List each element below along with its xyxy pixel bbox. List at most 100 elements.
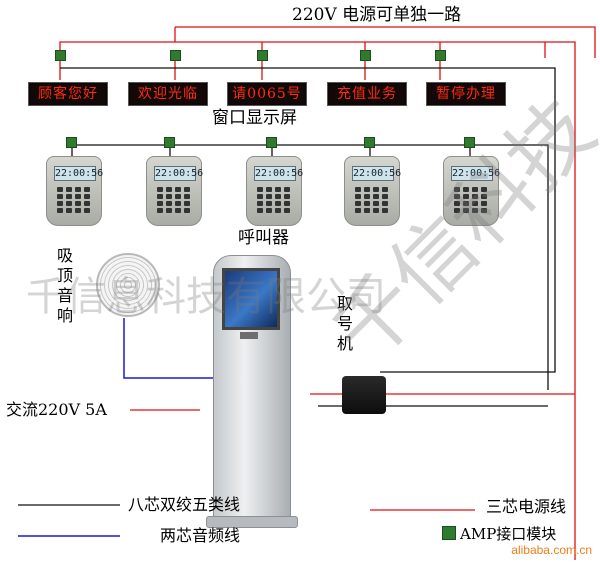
keypad-key (84, 187, 90, 192)
speaker-caption: 吸顶音响 (56, 246, 73, 325)
caller-device: 22:00:56 (443, 156, 501, 226)
keypad-key (355, 187, 361, 192)
keypad (57, 187, 93, 217)
keypad-key (373, 187, 379, 192)
window-display-caption: 窗口显示屏 (212, 108, 297, 128)
amp-module-icon (66, 137, 77, 148)
keypad-key (481, 187, 487, 192)
legend-black-label: 八芯双绞五类线 (128, 495, 241, 514)
ceiling-speaker-icon (96, 253, 160, 317)
keypad-key (454, 201, 460, 206)
caller-caption: 呼叫器 (238, 228, 289, 248)
caller-device: 22:00:56 (344, 156, 402, 226)
amp-module-icon (442, 526, 456, 540)
keypad-key (184, 194, 190, 199)
keypad-key (166, 201, 172, 206)
keypad-key (454, 208, 460, 213)
caller-lcd: 22:00:56 (54, 166, 104, 181)
keypad-key (355, 208, 361, 213)
keypad-key (175, 187, 181, 192)
keypad-key (284, 208, 290, 213)
keypad-key (257, 208, 263, 213)
keypad-key (257, 194, 263, 199)
site-watermark: alibaba.com.cn (511, 543, 592, 557)
keypad-key (454, 187, 460, 192)
keypad-key (266, 201, 272, 206)
keypad-key (382, 194, 388, 199)
keypad-key (373, 208, 379, 213)
keypad-key (66, 194, 72, 199)
keypad-key (275, 201, 281, 206)
amp-module-icon (257, 50, 268, 61)
data-drops-callers (71, 145, 471, 156)
caller-lcd: 22:00:56 (154, 166, 204, 181)
keypad-key (57, 201, 63, 206)
amp-module-icon (266, 137, 277, 148)
keypad-key (463, 194, 469, 199)
keypad-key (382, 208, 388, 213)
keypad-key (382, 187, 388, 192)
data-bus-callers (72, 144, 549, 390)
led-window-screen: 欢迎光临 (128, 82, 208, 106)
keypad-key (481, 208, 487, 213)
keypad-key (184, 187, 190, 192)
caller-device: 22:00:56 (46, 156, 104, 226)
keypad (454, 187, 490, 217)
keypad-key (284, 194, 290, 199)
keypad-key (84, 194, 90, 199)
caller-lcd: 22:00:56 (352, 166, 402, 181)
keypad-key (175, 208, 181, 213)
caller-lcd: 22:00:56 (451, 166, 501, 181)
keypad (355, 187, 391, 217)
caller-device: 22:00:56 (146, 156, 204, 226)
keypad-key (75, 208, 81, 213)
keypad-key (275, 187, 281, 192)
keypad-key (157, 187, 163, 192)
amp-module-icon (164, 137, 175, 148)
caller-device: 22:00:56 (246, 156, 304, 226)
keypad-key (166, 208, 172, 213)
amp-module-icon (360, 50, 371, 61)
led-window-screen: 顾客您好 (28, 82, 108, 106)
keypad-key (364, 187, 370, 192)
amp-module-icon (435, 50, 446, 61)
audio-wires (18, 318, 215, 537)
keypad-key (355, 194, 361, 199)
keypad-key (175, 194, 181, 199)
led-window-screen: 请0065号 (227, 82, 307, 106)
keypad-key (266, 187, 272, 192)
legend-green-label: AMP接口模块 (460, 525, 557, 543)
keypad-key (364, 201, 370, 206)
keypad-key (57, 194, 63, 199)
caller-lcd: 22:00:56 (254, 166, 304, 181)
keypad-key (184, 208, 190, 213)
keypad-key (472, 187, 478, 192)
keypad-key (463, 208, 469, 213)
keypad-key (284, 187, 290, 192)
keypad-key (66, 187, 72, 192)
keypad-key (75, 194, 81, 199)
keypad-key (157, 194, 163, 199)
keypad-key (266, 194, 272, 199)
keypad-key (481, 194, 487, 199)
keypad (257, 187, 293, 217)
ac-input-label: 交流220V 5A (6, 400, 107, 419)
keypad-key (66, 208, 72, 213)
keypad-key (84, 208, 90, 213)
keypad-key (75, 187, 81, 192)
power-title: 220V 电源可单独一路 (292, 5, 462, 25)
amp-module-icon (170, 50, 181, 61)
keypad-key (355, 201, 361, 206)
led-window-screen: 充值业务 (327, 82, 407, 106)
keypad-key (166, 194, 172, 199)
dispenser-touchscreen (222, 268, 280, 330)
led-window-screen: 暂停办理 (426, 82, 506, 106)
keypad-key (275, 194, 281, 199)
keypad-key (57, 208, 63, 213)
keypad-key (382, 201, 388, 206)
keypad-key (463, 201, 469, 206)
keypad-key (284, 201, 290, 206)
keypad-key (84, 201, 90, 206)
keypad-key (266, 208, 272, 213)
